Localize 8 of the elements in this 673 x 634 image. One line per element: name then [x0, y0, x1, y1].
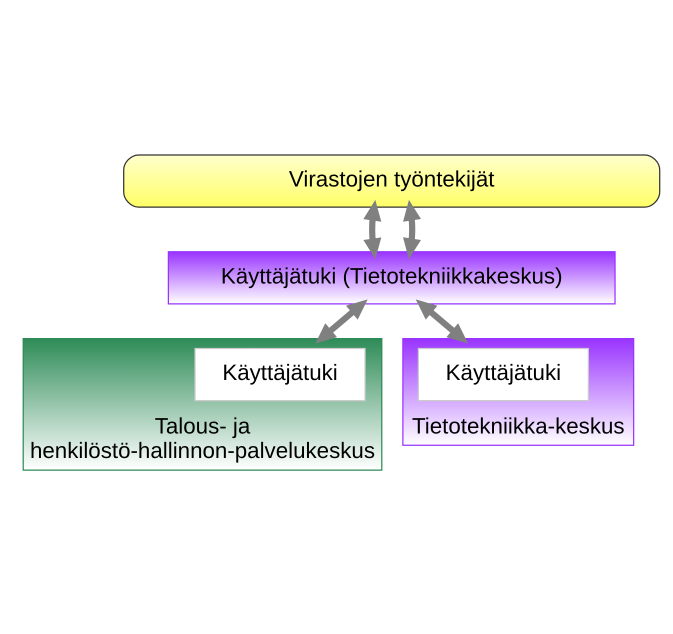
arrow: [403, 199, 422, 259]
node-box: Käyttäjätuki: [194, 347, 366, 401]
node-box: Virastojen työntekijät: [123, 154, 660, 208]
arrow: [416, 298, 468, 344]
arrow: [315, 298, 368, 344]
node-box: Käyttäjätuki (Tietotekniikkakeskus): [168, 250, 616, 304]
node-box: Käyttäjätuki: [418, 347, 589, 401]
arrow: [363, 199, 382, 259]
